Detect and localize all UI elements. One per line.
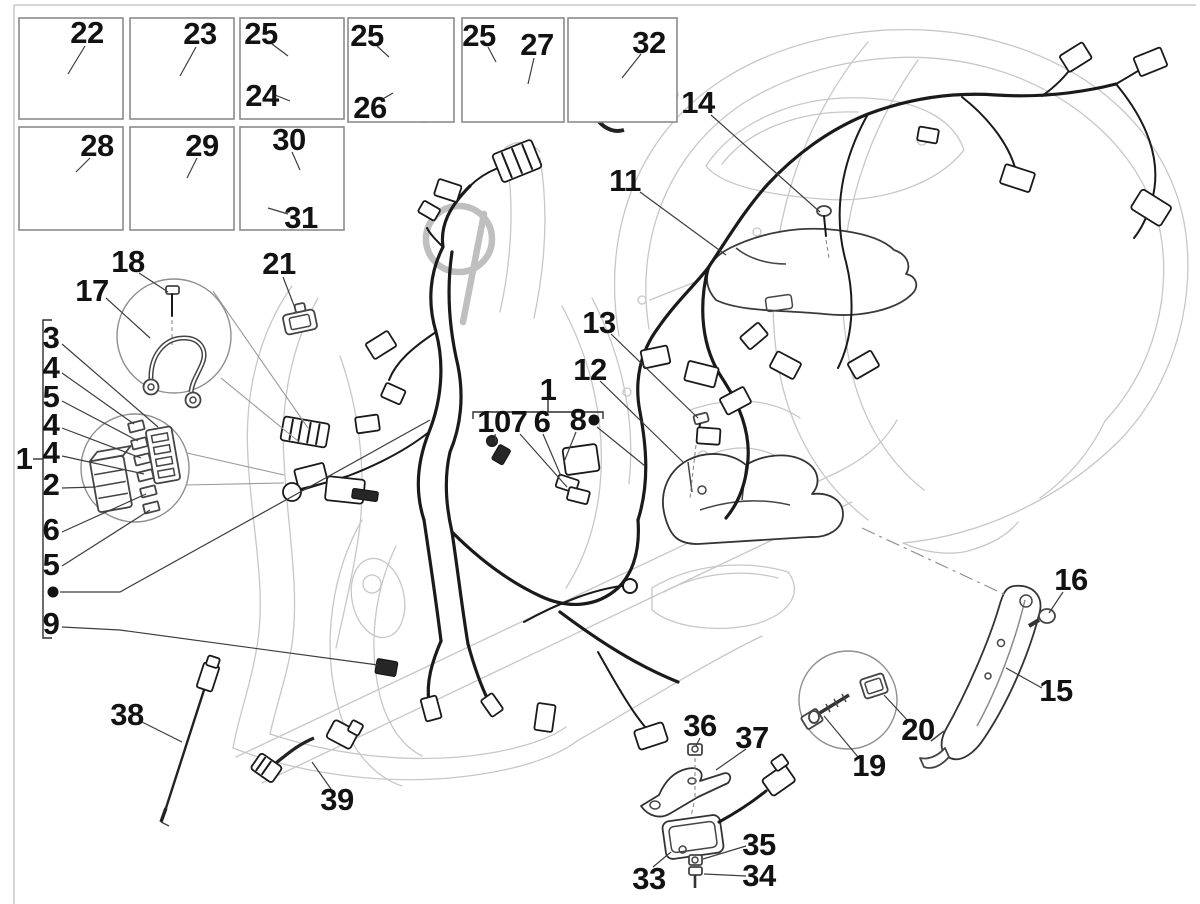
leader-line-33-39 [652,851,672,868]
harness-connectors [279,41,1172,751]
leader-line-36-37 [695,737,701,747]
leader-line-7-22 [519,433,568,488]
leader-line-25-4 [376,45,390,58]
antenna-part-38 [159,654,221,827]
clamp-part-21 [282,302,318,336]
leader-line-18-13 [138,272,169,293]
leader-line-19-42 [823,715,859,758]
bullet-marker-0 [47,586,59,598]
inset-box-28 [18,126,124,231]
module-part-33 [661,814,725,860]
leader-line-27-7 [527,57,535,85]
leader-line-26-5 [380,92,394,101]
detail-circle-17-18 [116,278,232,409]
leader-line-35-40 [702,845,747,860]
inset-box-24-25 [239,17,345,120]
leader-lines-layer [33,43,1064,877]
cover-part-11 [706,227,918,316]
detail-circle-19-20 [798,650,898,750]
leader-line-3-25 [61,343,159,428]
leader-line-34-41 [703,873,747,877]
leader-line-6-23 [542,433,562,477]
leader-line-9-34 [61,626,379,666]
leader-line-25-6 [487,46,497,63]
leader-line-2-31 [61,486,97,489]
screw-part-14 [816,205,832,259]
nut-part-36 [687,743,703,756]
leader-line-16-44 [1048,591,1064,614]
inset-box-25-27 [461,17,565,123]
magnifier-link-0 [212,290,309,429]
leader-line-31-12 [267,207,289,215]
magnifier-link-3 [185,482,285,486]
module-assembly-33-37 [640,743,796,888]
leader-line-22-0 [67,45,86,75]
leader-line-17-14 [105,297,151,339]
leader-line-39-36 [311,761,332,790]
bracket-left_group [42,319,52,639]
leader-line-5-27 [61,400,139,442]
leader-line-29-10 [186,157,198,179]
bracket-part-12 [662,453,844,545]
leader-line-10-21 [494,433,497,443]
page-border [13,4,1196,904]
harness-ring [422,202,496,276]
screw-part-34 [688,866,703,876]
bracket-center_group [472,411,604,419]
leader-line-30-11 [291,151,301,171]
magnifier-link-1 [220,377,299,442]
leader-line-6-32 [61,493,147,533]
leader-line-8-24 [563,431,577,463]
leader-line-23-1 [179,46,197,77]
leader-line-32-8 [621,53,642,79]
lead-part-39 [250,719,364,783]
leader-line-28-9 [75,157,91,173]
leader-line-13-18 [610,333,699,419]
bullet-leader-0 [60,419,431,593]
leader-line-4-28 [61,427,142,459]
inset-boxes-layer [18,17,678,231]
leader-line-12-19 [599,380,684,463]
bullet-leader-1 [596,426,646,467]
screw-part-16 [1027,608,1056,628]
leader-line-15-45 [1005,667,1043,689]
leader-line-20-43 [883,694,910,723]
leader-line-5-33 [61,509,151,567]
leader-line-4-29 [61,455,145,475]
leader-line-21-15 [282,276,296,309]
leader-line-25-2 [271,43,289,57]
scooter-frame-outline [232,28,1189,787]
leader-line-11-17 [639,191,727,256]
leader-line-37-38 [715,748,747,771]
inset-box-30-31 [239,126,345,231]
leader-line-24-3 [274,94,291,102]
bullet-marker-1 [588,414,600,426]
inset-box-29 [129,126,235,231]
leader-line-38-35 [141,721,183,743]
leader-line-4-26 [61,372,135,425]
inset-box-32 [567,17,678,123]
inset-box-25-26 [347,17,455,123]
bracket-part-37 [640,767,732,818]
detail-circle-fusebox [80,413,190,523]
leader-line-14-16 [710,114,821,213]
inset-box-23 [129,17,235,120]
module-cable [717,789,768,824]
magnifier-link-2 [186,452,285,476]
